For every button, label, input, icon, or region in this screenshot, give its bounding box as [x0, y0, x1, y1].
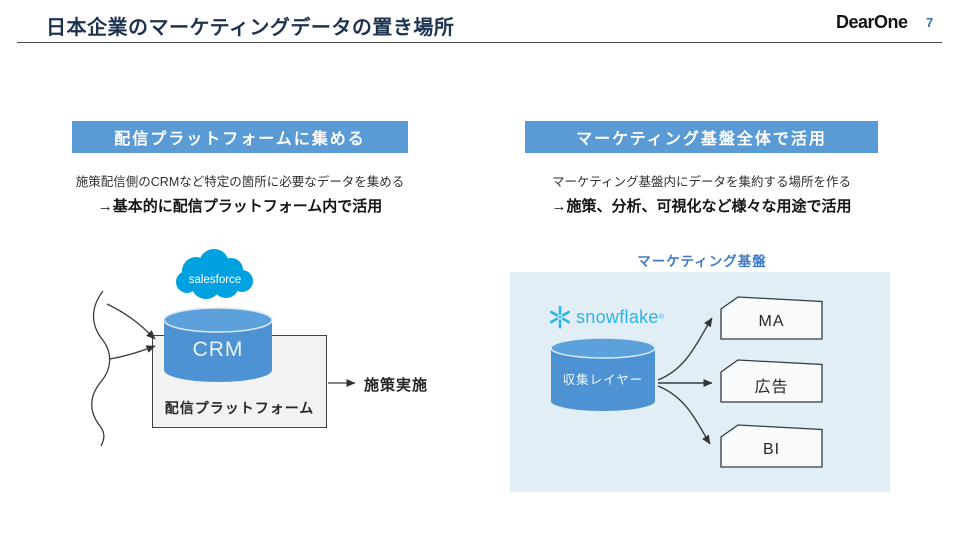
target-label-ads: 広告: [754, 378, 789, 396]
left-banner-label: 配信プラットフォームに集める: [114, 131, 366, 148]
target-label-bi: BI: [762, 440, 781, 458]
page-title: 日本企業のマーケティングデータの置き場所: [46, 17, 455, 39]
target-box-ads-shape: [720, 359, 823, 403]
right-banner: マーケティング基盤全体で活用: [525, 121, 878, 153]
target-label-ma: MA: [758, 312, 785, 330]
marketing-platform-label: マーケティング基盤: [637, 254, 767, 269]
header-divider: [17, 42, 942, 43]
snowflake-wordmark: snowflake: [576, 306, 659, 327]
target-box-bi-shape: [720, 424, 823, 468]
page-number: 7: [926, 15, 934, 30]
inflow-arrow-top: [106, 303, 156, 340]
right-banner-label: マーケティング基盤全体で活用: [576, 131, 827, 148]
right-description: マーケティング基盤内にデータを集約する場所を作る →施策、分析、可視化など様々な…: [500, 171, 903, 216]
target-box-ads: 広告: [720, 358, 823, 403]
target-box-bi: BI: [720, 423, 823, 468]
target-box-ma-shape: [720, 296, 823, 340]
dearone-logo: DearOne: [836, 12, 908, 32]
snowflake-logo: snowflake ®: [548, 305, 664, 329]
target-box-ma: MA: [720, 295, 823, 340]
salesforce-cloud-icon: salesforce: [176, 249, 253, 299]
left-desc-line1: 施策配信側のCRMなど特定の箇所に必要なデータを集める: [75, 175, 405, 189]
delivery-platform-label: 配信プラットフォーム: [164, 400, 315, 416]
inflow-arrow-bottom: [109, 345, 156, 360]
output-label: 施策実施: [364, 377, 429, 394]
left-desc-line2: →基本的に配信プラットフォーム内で活用: [97, 198, 383, 215]
delivery-platform-box: 配信プラットフォーム: [152, 335, 327, 428]
squiggle-line: [91, 290, 111, 447]
left-banner: 配信プラットフォームに集める: [72, 121, 408, 153]
snowflake-icon: [549, 305, 571, 329]
snowflake-registered-mark: ®: [658, 313, 664, 321]
left-description: 施策配信側のCRMなど特定の箇所に必要なデータを集める →基本的に配信プラットフ…: [38, 171, 442, 216]
right-desc-line2: →施策、分析、可視化など様々な用途で活用: [551, 198, 852, 215]
right-desc-line1: マーケティング基盤内にデータを集約する場所を作る: [551, 175, 851, 189]
salesforce-wordmark: salesforce: [189, 274, 241, 286]
